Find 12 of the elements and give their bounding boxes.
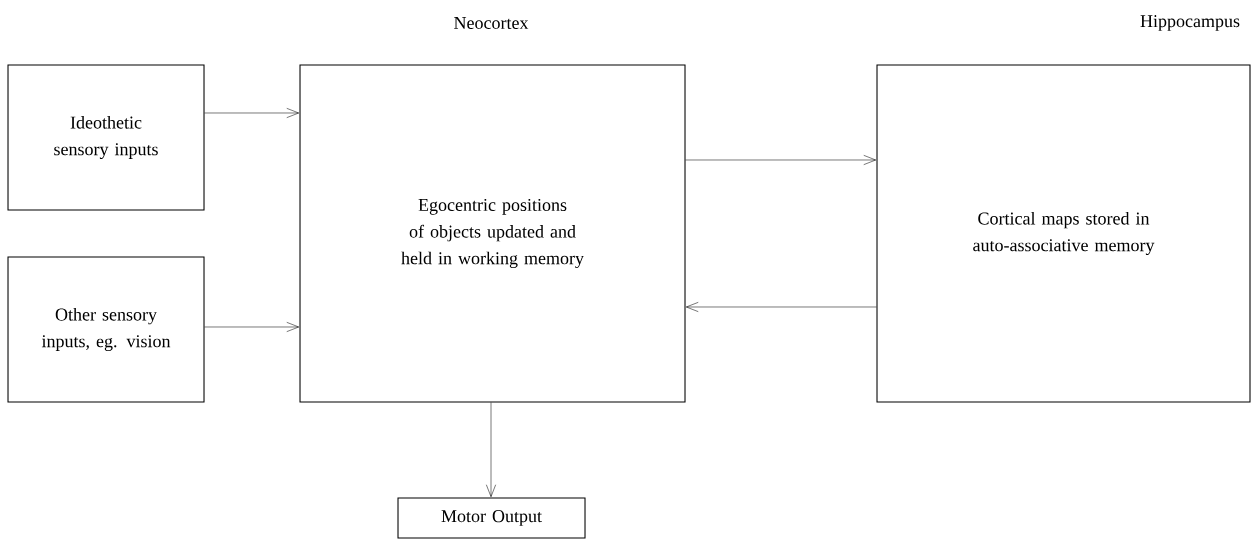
process-box: Motor Output (397, 497, 586, 539)
heading: Neocortex (454, 17, 529, 29)
heading: Hippocampus (1140, 15, 1240, 31)
process-box: Ideothetic sensory inputs (7, 64, 205, 211)
arrow (204, 322, 299, 332)
process-box: Egocentric positions of objects updated and held in working memory (299, 64, 686, 403)
arrow (204, 108, 299, 118)
arrow (686, 302, 877, 312)
arrow (685, 155, 876, 165)
process-box: Other sensory inputs, eg. vision (7, 256, 205, 403)
process-box: Cortical maps stored in auto-associative memory (876, 64, 1251, 403)
arrow (486, 402, 496, 497)
